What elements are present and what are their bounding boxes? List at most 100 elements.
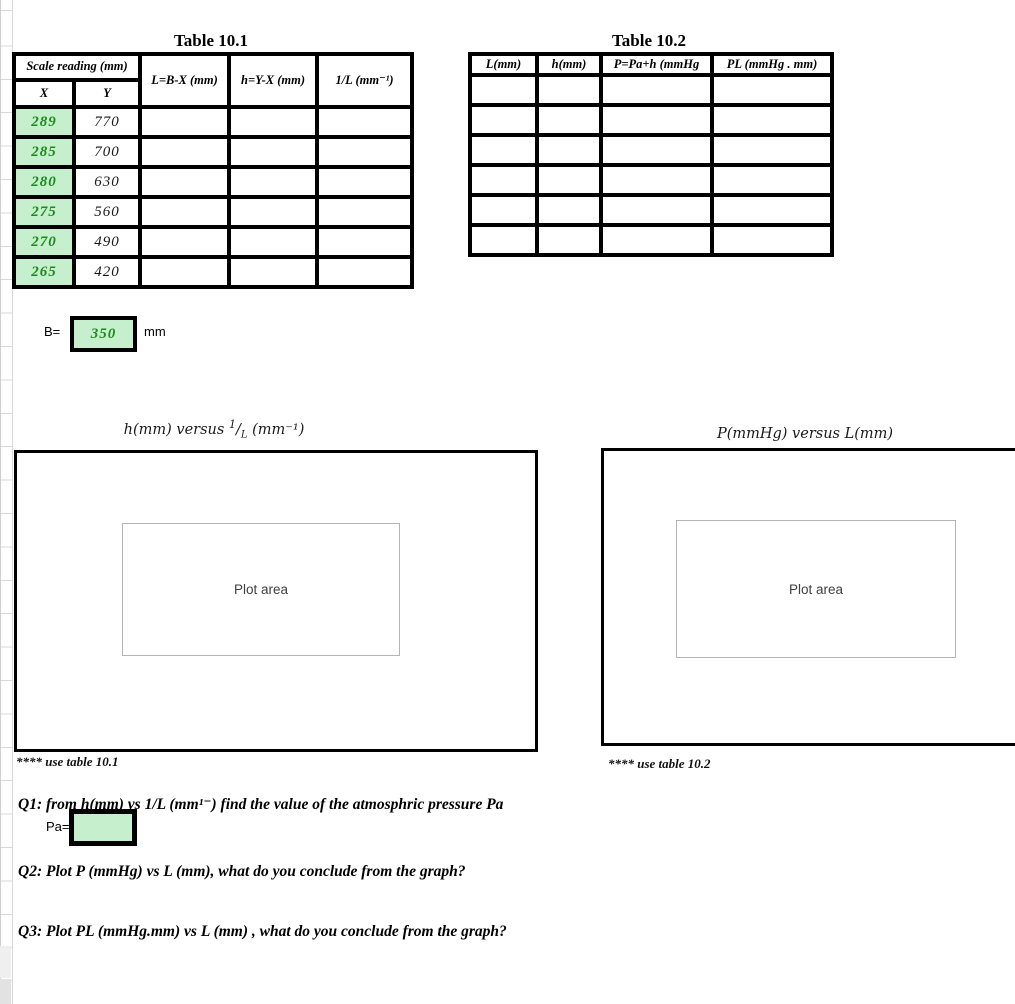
invl-empty-cell[interactable]	[315, 165, 415, 199]
table2-cell[interactable]	[468, 193, 539, 227]
inv-l-header: 1/L (mm⁻¹)	[315, 52, 415, 109]
h-empty-cell[interactable]	[227, 135, 320, 169]
scale-reading-header: Scale reading (mm)	[11, 52, 143, 82]
invl-empty-cell[interactable]	[315, 255, 415, 289]
y-value-cell[interactable]: 770	[71, 105, 143, 139]
gridline-cell-shaded	[0, 979, 11, 1004]
chart-h-vs-invl[interactable]: Plot area	[14, 450, 538, 752]
l-empty-cell[interactable]	[138, 195, 232, 229]
table2-cell[interactable]	[710, 103, 834, 137]
table2-h-header: h(mm)	[535, 52, 603, 77]
table-row: 275 560	[12, 195, 415, 229]
question-2: Q2: Plot P (mmHg) vs L (mm), what do you…	[18, 863, 466, 880]
b-value-cell[interactable]: 350	[70, 316, 137, 352]
l-formula-header: L=B-X (mm)	[138, 52, 232, 109]
h-empty-cell[interactable]	[227, 195, 320, 229]
table2-l-header: L(mm)	[468, 52, 539, 77]
question-1: Q1: from h(mm) vs 1/L (mm¹⁻) find the va…	[18, 796, 504, 813]
table2-cell[interactable]	[535, 133, 603, 167]
h-empty-cell[interactable]	[227, 105, 320, 139]
x-value-cell[interactable]: 289	[12, 105, 76, 139]
h-empty-cell[interactable]	[227, 255, 320, 289]
l-empty-cell[interactable]	[138, 255, 232, 289]
chart2-title: P(mmHg) versus L(mm)	[716, 426, 894, 442]
note-use-table-10-2: **** use table 10.2	[608, 756, 711, 771]
table2-cell[interactable]	[710, 133, 834, 167]
table2-cell[interactable]	[599, 193, 714, 227]
table2-cell[interactable]	[468, 103, 539, 137]
h-formula-header: h=Y-X (mm)	[227, 52, 320, 109]
l-empty-cell[interactable]	[138, 165, 232, 199]
chart1-frac-slash: /	[235, 421, 241, 438]
chart1-plot-area[interactable]: Plot area	[122, 523, 400, 656]
pa-label: Pa=	[46, 819, 70, 834]
table-row	[468, 133, 834, 167]
row-gridline-strip	[0, 0, 13, 1004]
table2-cell[interactable]	[599, 133, 714, 167]
table2-cell[interactable]	[710, 163, 834, 197]
table2-cell[interactable]	[599, 73, 714, 107]
table2-pl-header: PL (mmHg . mm)	[710, 52, 834, 77]
chart-p-vs-l[interactable]: Plot area	[601, 448, 1015, 746]
y-value-cell[interactable]: 630	[71, 165, 143, 199]
invl-empty-cell[interactable]	[315, 105, 415, 139]
table2-cell[interactable]	[468, 133, 539, 167]
note-use-table-10-1: **** use table 10.1	[16, 754, 119, 769]
x-value-cell[interactable]: 280	[12, 165, 76, 199]
gridline-cell-shaded	[0, 946, 11, 978]
table2-p-header: P=Pa+h (mmHg	[599, 52, 714, 77]
table2-cell[interactable]	[710, 193, 834, 227]
table-row	[468, 103, 834, 137]
table-10-2-title: Table 10.2	[611, 31, 686, 50]
invl-empty-cell[interactable]	[315, 195, 415, 229]
l-empty-cell[interactable]	[138, 225, 232, 259]
table2-cell[interactable]	[535, 103, 603, 137]
table-row	[468, 73, 834, 107]
table2-cell[interactable]	[710, 223, 834, 257]
table2-cell[interactable]	[468, 163, 539, 197]
table2-cell[interactable]	[468, 73, 539, 107]
table-row	[468, 223, 834, 257]
x-value-cell[interactable]: 285	[12, 135, 76, 169]
table2-cell[interactable]	[468, 223, 539, 257]
l-empty-cell[interactable]	[138, 135, 232, 169]
table-row: 265 420	[12, 255, 415, 289]
table-10-2: L(mm) h(mm) P=Pa+h (mmHg PL (mmHg . mm)	[468, 52, 834, 257]
table-row	[468, 163, 834, 197]
chart1-title-suffix: (mm⁻¹)	[247, 421, 305, 438]
chart1-frac-numerator: 1	[228, 418, 236, 431]
invl-empty-cell[interactable]	[315, 135, 415, 169]
pa-input-cell[interactable]	[69, 809, 137, 846]
h-empty-cell[interactable]	[227, 225, 320, 259]
h-empty-cell[interactable]	[227, 165, 320, 199]
chart1-title: h(mm) versus 1/L (mm⁻¹)	[14, 418, 414, 441]
chart1-frac-denominator: L	[240, 429, 248, 441]
x-value-cell[interactable]: 275	[12, 195, 76, 229]
table-row	[468, 193, 834, 227]
table2-cell[interactable]	[535, 163, 603, 197]
table-row: 280 630	[12, 165, 415, 199]
b-label: B=	[44, 324, 61, 339]
chart2-plot-area[interactable]: Plot area	[676, 520, 956, 658]
y-value-cell[interactable]: 490	[71, 225, 143, 259]
table2-cell[interactable]	[535, 73, 603, 107]
table2-cell[interactable]	[599, 163, 714, 197]
table2-cell[interactable]	[599, 223, 714, 257]
table2-cell[interactable]	[535, 193, 603, 227]
table-10-1: Scale reading (mm) L=B-X (mm) h=Y-X (mm)…	[11, 52, 415, 289]
table-row: 289 770	[12, 105, 415, 139]
table2-cell[interactable]	[710, 73, 834, 107]
l-empty-cell[interactable]	[138, 105, 232, 139]
y-value-cell[interactable]: 420	[71, 255, 143, 289]
table2-cell[interactable]	[599, 103, 714, 137]
x-value-cell[interactable]: 270	[12, 225, 76, 259]
x-value-cell[interactable]: 265	[12, 255, 76, 289]
table2-cell[interactable]	[535, 223, 603, 257]
x-column-header: X	[12, 78, 76, 109]
invl-empty-cell[interactable]	[315, 225, 415, 259]
table-10-1-title: Table 10.1	[173, 31, 248, 50]
table-row: 270 490	[12, 225, 415, 259]
y-value-cell[interactable]: 700	[71, 135, 143, 169]
y-value-cell[interactable]: 560	[71, 195, 143, 229]
